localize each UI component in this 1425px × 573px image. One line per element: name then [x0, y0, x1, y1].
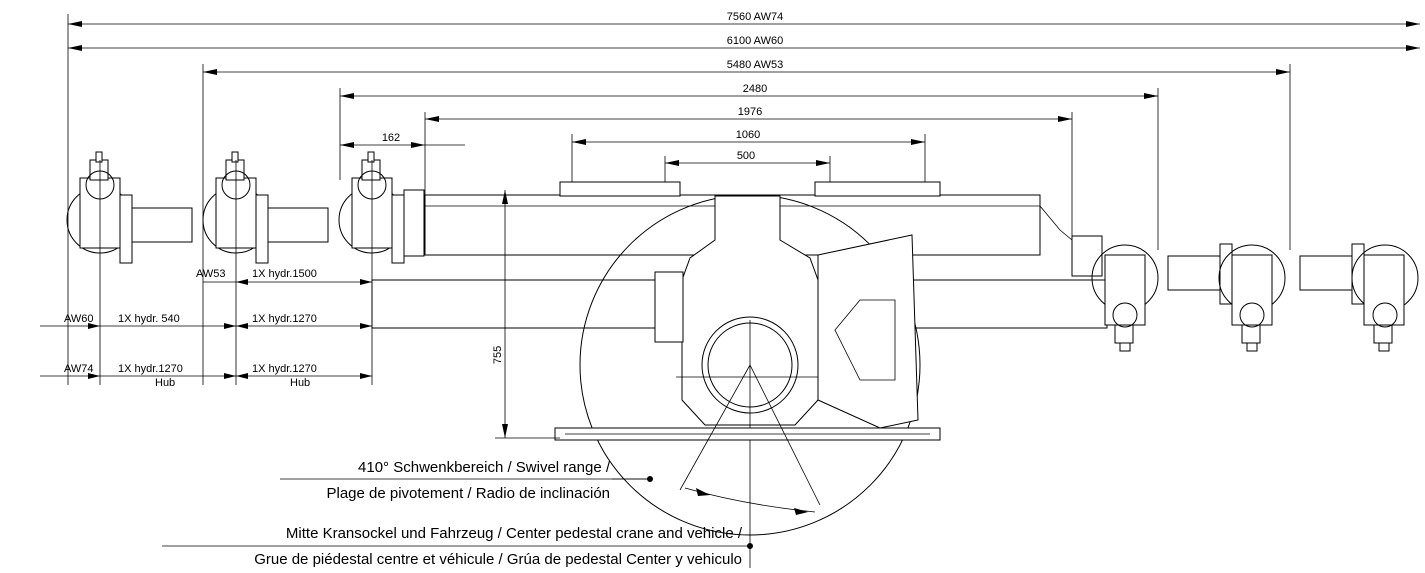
hydr1270-label-b: 1X hydr.1270 — [118, 363, 183, 375]
right-outrigger-2 — [1167, 243, 1286, 352]
dim-755-label: 755 — [492, 346, 504, 364]
dimension-500: 500 — [665, 150, 830, 166]
swivel-note-line2: Plage de pivotement / Radio de inclinaci… — [326, 485, 610, 502]
base-plate — [554, 427, 941, 441]
dim-1976-label: 1976 — [738, 106, 762, 118]
hub-label-a: Hub — [155, 377, 175, 389]
dimension-6100: 6100 AW60 — [68, 35, 1420, 51]
dim-7560-label: 7560 AW74 — [727, 11, 783, 23]
aw60-label: AW60 — [64, 313, 94, 325]
right-outrigger-3 — [1299, 243, 1419, 352]
swivel-note: 410° Schwenkbereich / Swivel range / Pla… — [280, 459, 653, 502]
dim-6100-label: 6100 AW60 — [727, 35, 783, 47]
dim-5480-label: 5480 AW53 — [727, 59, 783, 71]
hydr1500-label: 1X hydr.1500 — [252, 268, 317, 280]
left-outrigger-aw74 — [66, 151, 193, 385]
center-note-line1: Mitte Kransockel und Fahrzeug / Center p… — [286, 525, 743, 542]
swivel-note-line1: 410° Schwenkbereich / Swivel range / — [358, 459, 611, 476]
center-note: Mitte Kransockel und Fahrzeug / Center p… — [162, 440, 753, 568]
dim-500-label: 500 — [737, 150, 755, 162]
left-outrigger-aw53 — [338, 151, 425, 385]
aw53-label: AW53 — [196, 268, 226, 280]
swivel-range-arcs — [679, 364, 821, 515]
cylinder-dims: AW53 1X hydr.1500 AW60 1X hydr. 540 1X h… — [40, 268, 372, 389]
left-outrigger-aw60 — [202, 151, 329, 385]
dim-1060-label: 1060 — [736, 129, 760, 141]
extension-lines — [67, 14, 1291, 385]
crane-column — [654, 195, 820, 440]
aw74-label: AW74 — [64, 363, 94, 375]
dim-2480-label: 2480 — [743, 83, 767, 95]
dimension-162: 162 — [340, 132, 465, 148]
hydr1270-label-c: 1X hydr.1270 — [252, 363, 317, 375]
dimension-7560: 7560 AW74 — [68, 11, 1420, 27]
hydr540-label: 1X hydr. 540 — [118, 313, 180, 325]
hydr1270-label-a: 1X hydr.1270 — [252, 313, 317, 325]
dimension-2480: 2480 — [340, 83, 1158, 99]
dim-162-label: 162 — [382, 132, 400, 144]
hub-label-b: Hub — [290, 377, 310, 389]
dimension-1060: 1060 — [572, 129, 925, 145]
right-bracket — [817, 234, 919, 429]
right-outrigger-1 — [1091, 244, 1159, 352]
center-note-line2: Grue de piédestal centre et véhicule / G… — [254, 551, 742, 568]
dimension-5480: 5480 AW53 — [203, 59, 1290, 75]
dimension-755: 755 — [492, 190, 560, 439]
dimension-1976: 1976 — [425, 106, 1072, 122]
